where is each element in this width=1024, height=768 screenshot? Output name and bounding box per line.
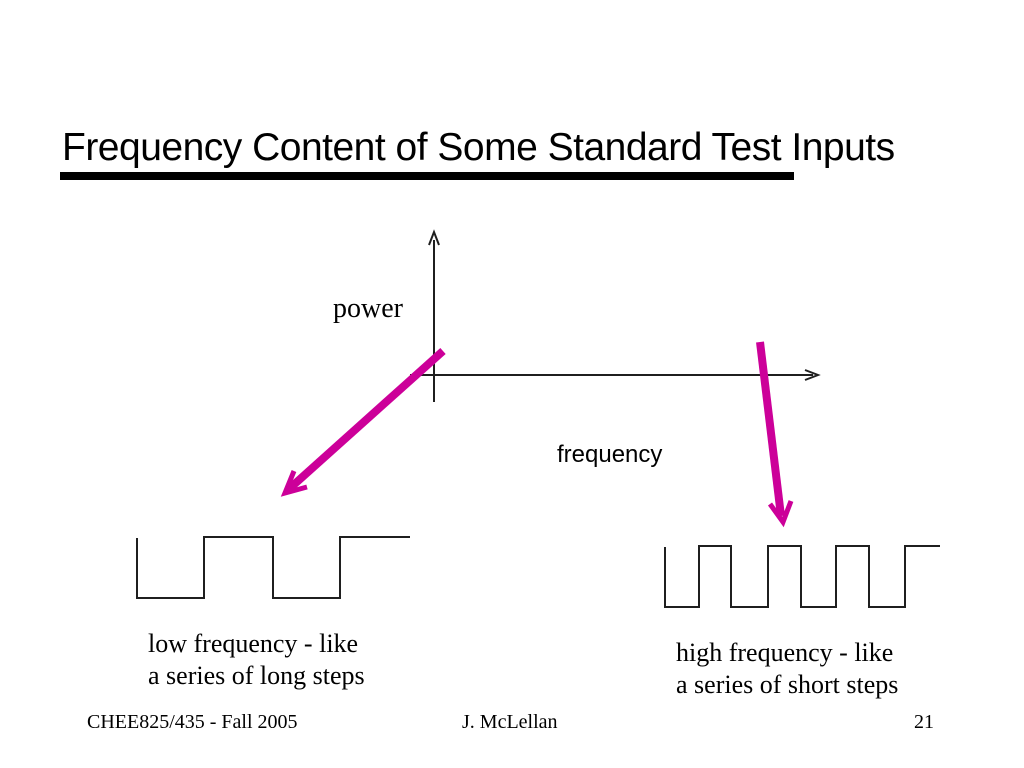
high-frequency-arrow-shaft bbox=[756, 341, 785, 517]
low-frequency-arrow-shaft bbox=[286, 348, 446, 492]
high-frequency-square-wave bbox=[664, 545, 940, 608]
x-axis-arrowhead-icon bbox=[804, 369, 821, 381]
title-underline bbox=[60, 172, 794, 180]
x-axis-label: frequency bbox=[557, 441, 663, 468]
slide-title: Frequency Content of Some Standard Test … bbox=[62, 126, 895, 169]
y-axis-label: power bbox=[333, 293, 403, 324]
high-frequency-caption-line2: a series of short steps bbox=[676, 670, 899, 699]
footer-page-number: 21 bbox=[914, 711, 934, 733]
low-frequency-arrowhead-icon bbox=[280, 470, 308, 497]
low-frequency-caption-line2: a series of long steps bbox=[148, 661, 365, 690]
y-axis-arrowhead-icon bbox=[428, 229, 440, 246]
high-frequency-caption-line1: high frequency - like bbox=[676, 638, 894, 667]
low-frequency-caption-line1: low frequency - like bbox=[148, 629, 359, 658]
low-frequency-square-wave bbox=[136, 536, 410, 599]
footer-author-label: J. McLellan bbox=[462, 711, 558, 733]
footer-course-label: CHEE825/435 - Fall 2005 bbox=[87, 711, 298, 733]
high-frequency-arrowhead-icon bbox=[767, 500, 794, 528]
low-frequency-caption: low frequency - like a series of long st… bbox=[148, 628, 365, 692]
high-frequency-caption: high frequency - like a series of short … bbox=[676, 637, 898, 701]
